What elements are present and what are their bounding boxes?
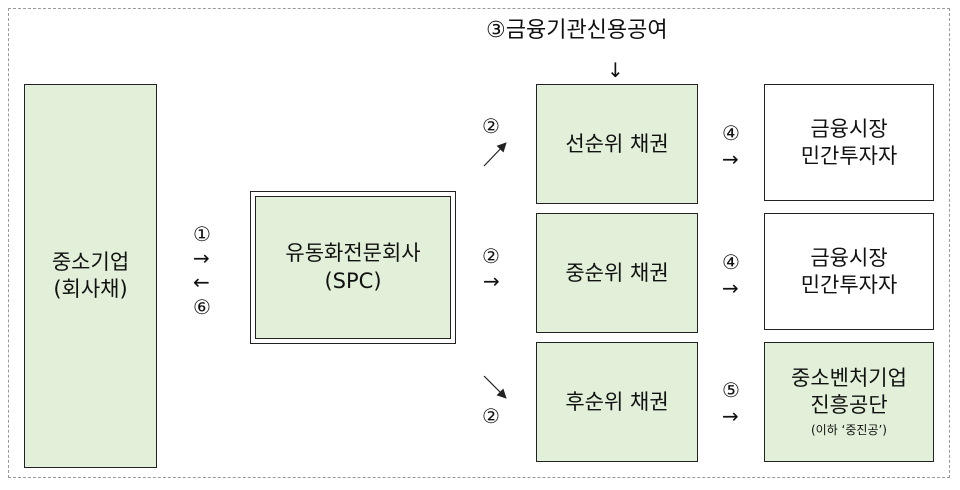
buyer-senior-box: 금융시장 민간투자자 — [764, 84, 934, 201]
step-6-label: ⑥ — [193, 295, 211, 319]
tranche-mezz-label: 중순위 채권 — [565, 260, 669, 285]
tranche-sub-step-label: ② — [482, 404, 500, 428]
arrow-senior-to-buyer: → — [722, 147, 739, 171]
buyer-senior-line1: 금융시장 — [810, 116, 888, 141]
buyer-mezz-box: 금융시장 민간투자자 — [764, 213, 934, 330]
sme-label: 중소기업 — [51, 250, 130, 275]
diagram-frame — [8, 8, 950, 478]
arrow-spc-to-senior — [483, 142, 507, 167]
arrow-spc-to-subordinated — [483, 375, 507, 399]
tranche-sub-box: 후순위 채권 — [536, 342, 698, 462]
buyer-sub-box: 중소벤처기업 진흥공단 (이하 ‘중진공’) — [764, 342, 934, 462]
arrow-credit-down: ↓ — [607, 58, 624, 82]
spc-label: 유동화전문회사 — [285, 240, 421, 265]
buyer-mezz-step-label: ④ — [722, 250, 740, 274]
tranche-sub-label: 후순위 채권 — [565, 389, 669, 414]
buyer-sub-note: (이하 ‘중진공’) — [810, 423, 887, 438]
spc-box-inner: 유동화전문회사 (SPC) — [255, 196, 451, 339]
arrow-spc-to-sme: ← — [193, 270, 210, 294]
spc-box: 유동화전문회사 (SPC) — [250, 191, 456, 344]
arrow-sme-to-spc: → — [193, 246, 210, 270]
buyer-sub-step-label: ⑤ — [722, 378, 740, 402]
tranche-senior-box: 선순위 채권 — [536, 84, 698, 204]
buyer-senior-line2: 민간투자자 — [800, 143, 898, 168]
arrow-mezz-to-buyer: → — [722, 276, 739, 300]
spc-sublabel: (SPC) — [324, 268, 382, 293]
credit-enhancement-label: ③금융기관신용공여 — [486, 18, 668, 43]
step-1-label: ① — [193, 222, 211, 246]
arrow-sub-to-buyer: → — [722, 404, 739, 428]
tranche-mezz-box: 중순위 채권 — [536, 213, 698, 333]
tranche-senior-step-label: ② — [482, 114, 500, 138]
tranche-senior-label: 선순위 채권 — [565, 131, 669, 156]
arrow-spc-to-mezz: → — [483, 269, 500, 293]
sme-box: 중소기업 (회사채) — [24, 84, 157, 468]
sme-sublabel: (회사채) — [53, 277, 128, 301]
buyer-mezz-line2: 민간투자자 — [800, 272, 898, 297]
buyer-sub-line2: 진흥공단 — [810, 393, 888, 418]
buyer-senior-step-label: ④ — [722, 121, 740, 145]
buyer-sub-line1: 중소벤처기업 — [791, 366, 907, 391]
buyer-mezz-line1: 금융시장 — [810, 245, 888, 270]
tranche-mezz-step-label: ② — [482, 244, 500, 268]
